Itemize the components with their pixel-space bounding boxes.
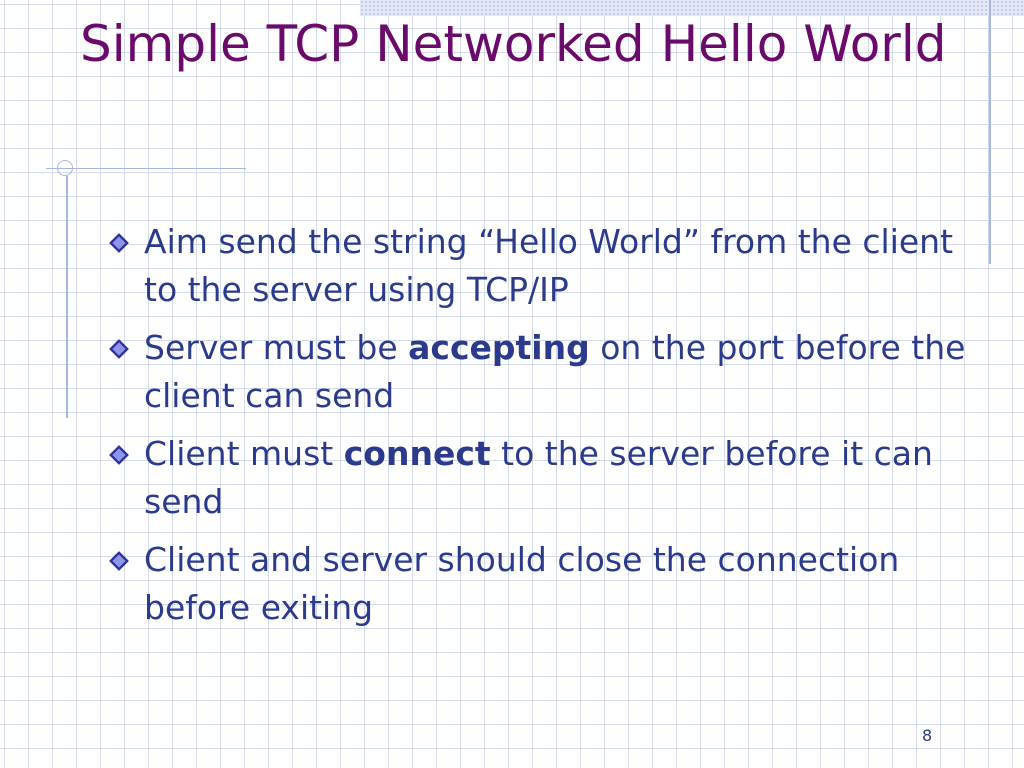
bullet-item: Aim send the string “Hello World” from t… bbox=[102, 218, 982, 314]
bullet-item: Client must connect to the server before… bbox=[102, 430, 982, 526]
top-decorative-band bbox=[360, 0, 1024, 16]
bullet-text-before: Server must be bbox=[144, 328, 409, 367]
bullet-text-before: Client and server should close the conne… bbox=[144, 540, 900, 627]
bullet-text-emphasis: connect bbox=[343, 434, 491, 473]
slide-title: Simple TCP Networked Hello World bbox=[80, 15, 947, 73]
page-number: 8 bbox=[922, 726, 933, 745]
diamond-bullet-icon bbox=[109, 233, 129, 253]
crosshair-circle-icon bbox=[57, 160, 73, 176]
right-vertical-rule bbox=[989, 0, 991, 264]
bullet-text-before: Client must bbox=[144, 434, 344, 473]
diamond-bullet-icon bbox=[109, 339, 129, 359]
diamond-bullet-icon bbox=[109, 551, 129, 571]
bullet-item: Server must be accepting on the port bef… bbox=[102, 324, 982, 420]
diamond-bullet-icon bbox=[109, 445, 129, 465]
bullet-text-after: on the port before the client can send bbox=[144, 328, 966, 415]
bullet-item: Client and server should close the conne… bbox=[102, 536, 982, 632]
bullet-list: Aim send the string “Hello World” from t… bbox=[102, 218, 982, 642]
bullet-text-before: Aim send the string “Hello World” from t… bbox=[144, 222, 954, 309]
bullet-text-emphasis: accepting bbox=[408, 328, 590, 367]
left-vertical-rule bbox=[66, 176, 68, 418]
bullet-text-after: to the server before it can send bbox=[144, 434, 933, 521]
title-underline-rule bbox=[46, 168, 246, 169]
